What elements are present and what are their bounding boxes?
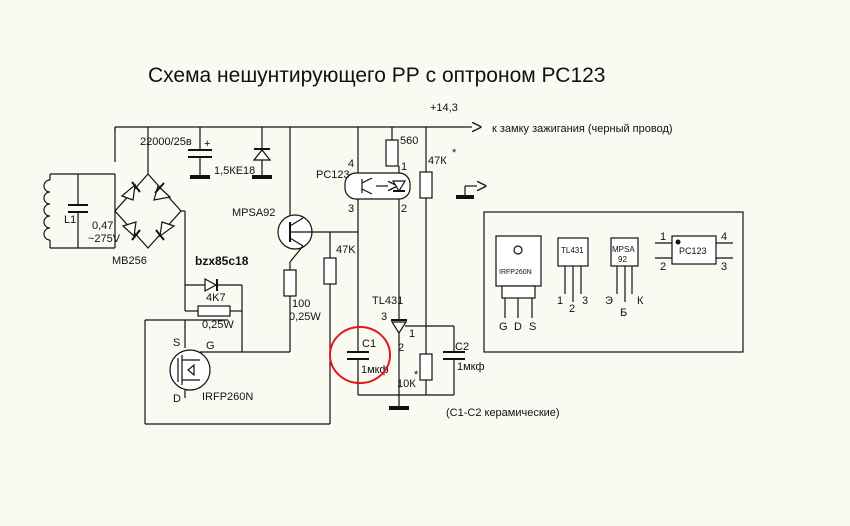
mosfet-pin-g: G [206,340,215,352]
bridge-diode-1-icon [120,181,141,201]
resistor-opto-led: 560 [385,127,418,167]
supply-rail: +14,3 к замку зажигания (черный провод) [115,102,673,135]
gate-network: bzx85c18 4K7 0,25W [184,254,249,352]
capacitor-c2-label: C2 [455,341,469,353]
pc123-pkg-pin-3: 3 [721,261,727,273]
capacitor-c1-label: C1 [362,338,376,350]
supply-voltage-label: +14,3 [430,102,458,114]
mpsa-pin-k: К [637,295,644,307]
tl431-pkg-pin-2: 2 [569,303,575,315]
tl431-pkg-pin-1: 1 [557,295,563,307]
bridge-diode-4-icon [155,221,176,241]
tl431-label: TL431 [372,295,403,307]
resistor-gate-value: 4K7 [206,292,226,304]
opto-pin-2: 2 [401,203,407,215]
inductor-label: L1 [64,214,76,226]
pc123-package-name: PC123 [679,246,707,256]
resistor-div-bottom-value: 10К [397,378,416,390]
pc123-pkg-pin-2: 2 [660,261,666,273]
optocoupler-pc123: PC123 4 1 3 2 [316,127,411,320]
capacitor-main-value: 22000/25в [140,136,192,148]
opto-pin-4: 4 [348,158,354,170]
tl431-package: TL431 1 2 3 [557,237,589,315]
capacitor-main: + 22000/25в [140,127,212,179]
transistor-label: MPSA92 [232,207,275,219]
capacitor-c2-value: 1мкф [457,361,485,373]
ground-symbol [456,186,477,199]
inductor-l1: L1 [43,173,115,249]
bridge-label: MB256 [112,255,147,267]
mpsa-pin-b: Б [620,307,627,319]
tl431-package-name: TL431 [561,246,584,255]
zener-tvs: 1,5КЕ18 [214,127,272,179]
resistor-opto-value: 560 [400,135,418,147]
diode-bridge: MB256 [112,173,185,267]
mpsa-package-num: 92 [618,255,627,264]
ignition-note: к замку зажигания (черный провод) [492,123,673,135]
pc123-pkg-pin-4: 4 [721,231,727,243]
zener-label: bzx85c18 [195,254,249,268]
transistor-mpsa92: MPSA92 [232,127,330,270]
zener-tvs-label: 1,5КЕ18 [214,165,255,177]
opto-pin-3: 3 [348,203,354,215]
capacitor-ac-value: 0,47 [92,220,113,232]
pc123-package: PC123 1 2 4 3 [655,231,733,273]
resistor-base-value: 47K [336,244,356,256]
irfp-pin-d: D [514,321,522,333]
ceramic-note: (C1-C2 керамические) [446,407,560,419]
capacitor-main-plus: + [204,138,210,150]
c1-highlight-circle [329,326,391,384]
irfp-package-name: IRFP260N [499,269,532,276]
capacitor-ac: 0,47 ~275V [68,174,121,248]
bridge-diode-2-icon [153,182,172,201]
resistor-collector-value: 100 [292,298,310,310]
mpsa-package-name: MPSA [612,245,635,254]
mosfet-irfp260n: S G D IRFP260N [144,319,330,425]
resistor-div-bottom-star: * [414,369,419,381]
resistor-divider-bottom: 10К * [397,353,433,395]
pc123-pkg-pin-1: 1 [660,231,666,243]
capacitor-ac-voltage: ~275V [88,233,121,245]
tl431-regulator: TL431 3 1 2 [372,295,426,395]
mpsa92-package: MPSA 92 Э Б К [605,237,644,319]
irfp260n-package: IRFP260N G D S [495,235,542,333]
capacitor-c2: C2 1мкф [426,325,485,395]
resistor-div-top-star: * [452,147,457,159]
mosfet-pin-d: D [173,393,181,405]
opto-pin-1: 1 [401,161,407,173]
mosfet-label: IRFP260N [202,391,253,403]
irfp-pin-g: G [499,321,508,333]
irfp-pin-s: S [529,321,536,333]
resistor-div-top-value: 47К [428,155,447,167]
bridge-diode-3-icon [121,221,141,241]
resistor-gate-power: 0,25W [202,319,234,331]
tl431-pin-3: 3 [381,311,387,323]
resistor-divider-top: 47К * [419,127,457,354]
page-title: Схема нешунтирующего РР с оптроном РС123 [148,64,606,87]
opto-label: PC123 [316,169,350,181]
resistor-collector-power: 0,25W [289,311,321,323]
pinout-box: IRFP260N G D S TL431 1 2 3 MPSA 92 Э Б К [483,211,744,353]
mosfet-pin-s: S [173,337,180,349]
tl431-pkg-pin-3: 3 [582,295,588,307]
tl431-pin-1: 1 [409,328,415,340]
mpsa-pin-e: Э [605,295,613,307]
tl431-pin-2: 2 [398,342,404,354]
resistor-collector: 100 0,25W [283,269,321,352]
